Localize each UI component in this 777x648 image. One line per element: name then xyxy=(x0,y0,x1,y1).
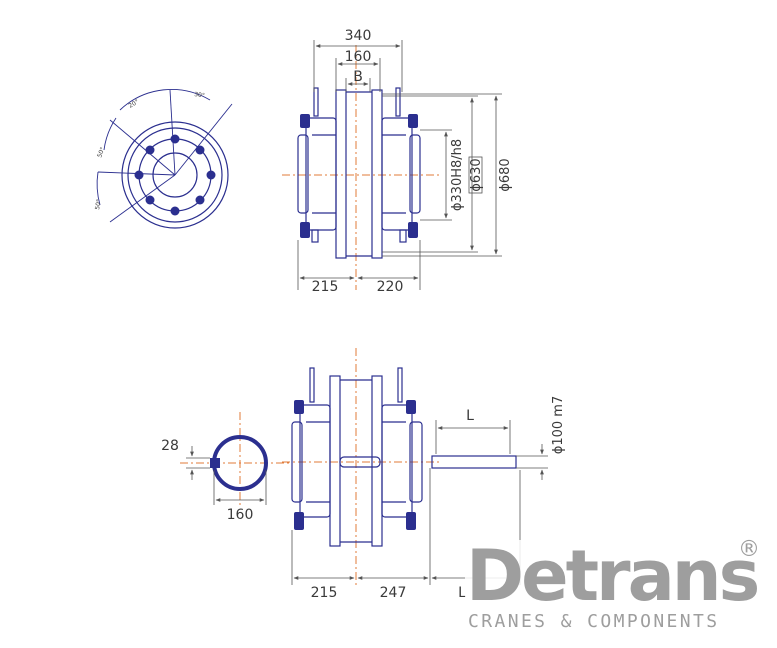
dim-right-offset: 247 xyxy=(380,585,407,601)
bolt-hole xyxy=(206,170,216,180)
dim-inner-width: 160 xyxy=(345,49,372,65)
dim-overall-width: 340 xyxy=(345,28,372,44)
dim-right-extension: L xyxy=(458,585,466,601)
dim-left-offset: 215 xyxy=(312,279,339,295)
dim-left-offset: 215 xyxy=(311,585,338,601)
key xyxy=(210,458,220,468)
left-hub-flange xyxy=(297,134,309,214)
left-drum-wall xyxy=(335,89,347,259)
bolt-hole xyxy=(134,170,144,180)
shaft xyxy=(431,455,517,469)
left-hub-flange xyxy=(291,421,303,503)
bolt xyxy=(397,367,403,403)
bolt-hole xyxy=(195,145,205,155)
bolt-hole xyxy=(145,145,155,155)
dim-key-width: 28 xyxy=(161,438,179,454)
flange-outer-ring xyxy=(121,121,229,229)
bolt xyxy=(313,87,319,117)
bolt-heads xyxy=(300,114,418,238)
angle-label: 20° xyxy=(128,98,141,109)
left-drum-wall xyxy=(329,375,341,547)
dim-outer-diameter: ϕ680 xyxy=(498,158,513,191)
bolt-hole xyxy=(145,195,155,205)
center-key xyxy=(339,456,381,468)
bolt-hole xyxy=(195,195,205,205)
dim-flange-diameter: ϕ630 xyxy=(469,158,484,191)
bolt xyxy=(309,367,315,403)
right-hub-flange xyxy=(409,134,421,214)
bolt xyxy=(399,229,407,243)
logo-tagline: CRANES & COMPONENTS xyxy=(468,611,720,632)
dim-bore-diameter: ϕ330H8/h8 xyxy=(450,139,465,211)
top-dimension-lines xyxy=(297,40,502,290)
detrans-logo: Detrans ® CRANES & COMPONENTS xyxy=(465,535,761,640)
dim-shaft-diameter: ϕ100 m7 xyxy=(551,396,566,454)
dim-gap: B xyxy=(353,69,363,85)
bolt xyxy=(395,87,401,117)
flange-view xyxy=(96,88,233,229)
angle-label: 50° xyxy=(96,146,106,158)
right-hub xyxy=(381,117,413,231)
angle-label: 30° xyxy=(194,91,206,99)
dim-right-offset: 220 xyxy=(377,279,404,295)
coupling-body xyxy=(297,87,421,259)
bolt-hole xyxy=(170,134,180,144)
left-hub xyxy=(299,404,331,518)
bolt xyxy=(311,229,319,243)
logo-registered: ® xyxy=(738,537,760,562)
flange-diameter-box xyxy=(468,156,483,194)
top-view xyxy=(282,40,502,290)
right-drum-wall xyxy=(371,89,383,259)
bolt-hole xyxy=(170,206,180,216)
right-hub xyxy=(381,404,413,518)
bolt-holes xyxy=(134,134,216,216)
logo-brand: Detrans xyxy=(466,535,758,617)
right-hub-flange xyxy=(409,421,423,503)
angle-label: 50° xyxy=(94,199,103,211)
left-hub xyxy=(305,117,337,231)
flange-bore xyxy=(152,152,198,198)
dim-pipe-width: 160 xyxy=(227,507,254,523)
flange-second-ring xyxy=(127,127,223,223)
dim-shaft-length: L xyxy=(466,408,474,424)
angle-leader-lines xyxy=(96,88,233,223)
pipe-section xyxy=(180,412,290,505)
